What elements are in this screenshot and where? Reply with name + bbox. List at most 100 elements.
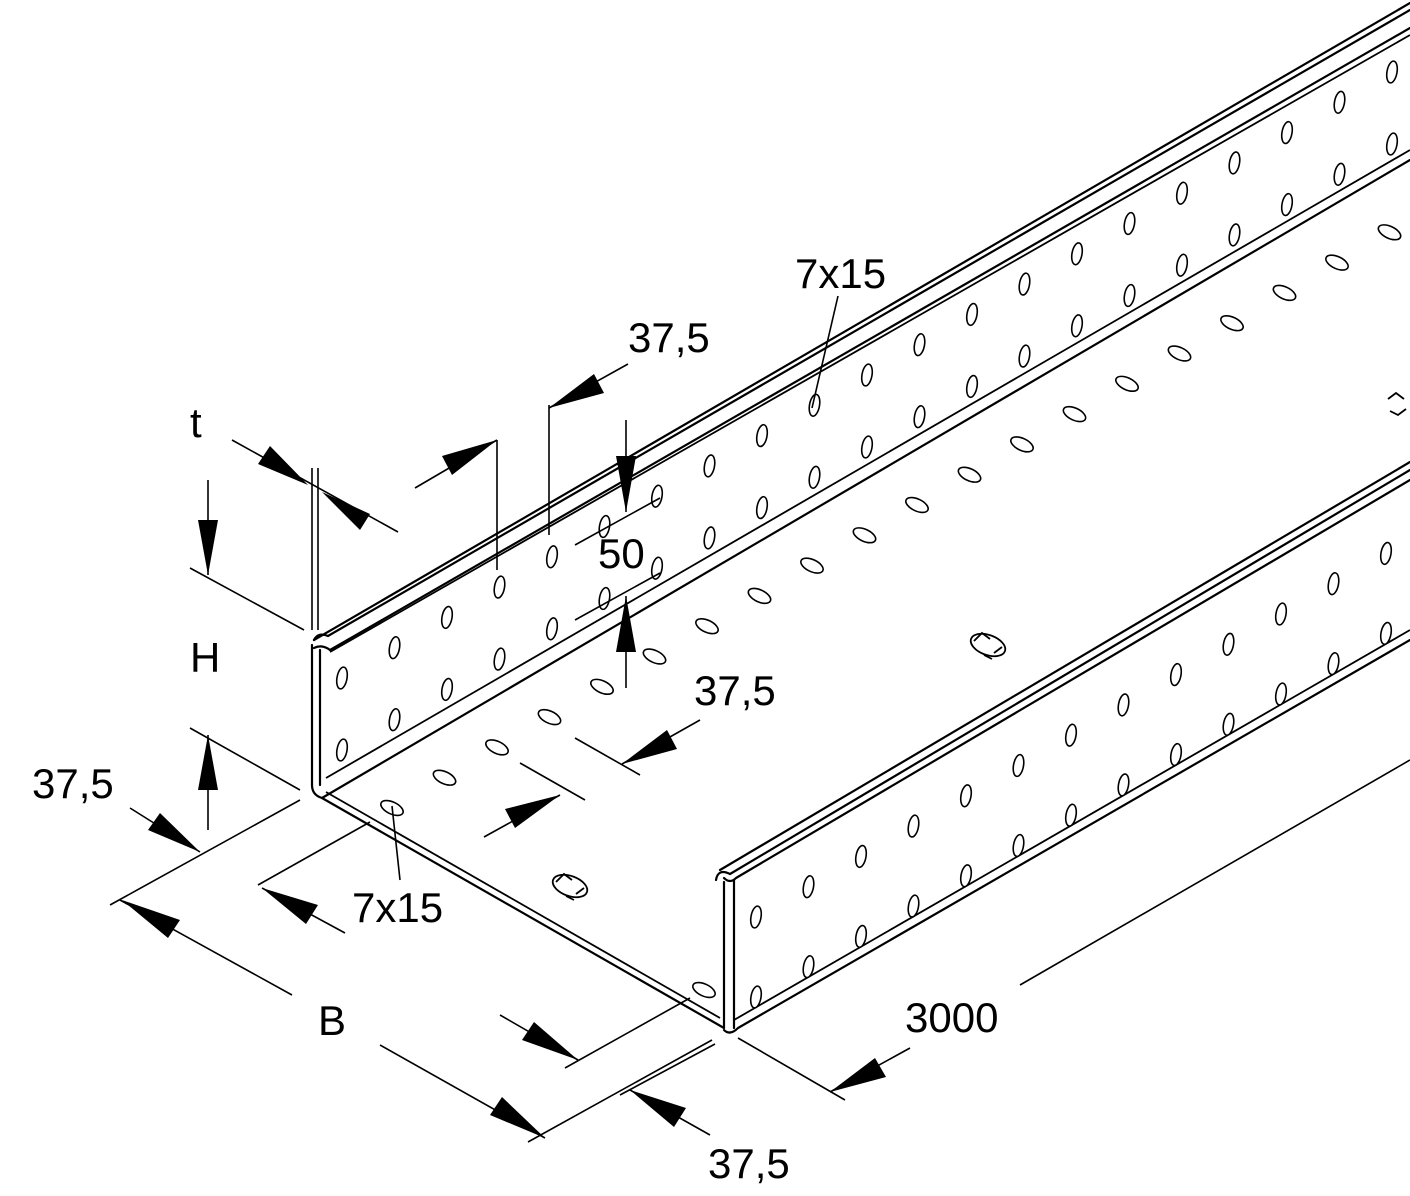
slot bbox=[802, 955, 815, 979]
slot bbox=[1222, 712, 1235, 736]
slot bbox=[1327, 572, 1340, 596]
slot bbox=[590, 678, 614, 696]
mark-symbol-3 bbox=[1387, 391, 1407, 417]
slot bbox=[913, 405, 926, 429]
slot bbox=[854, 844, 868, 869]
slot bbox=[493, 575, 506, 599]
slot bbox=[1123, 283, 1136, 308]
slot bbox=[703, 454, 716, 478]
slot bbox=[1327, 652, 1340, 676]
leader-slot-floor bbox=[391, 805, 401, 881]
slot bbox=[755, 495, 769, 520]
front-side-wall bbox=[714, 460, 1410, 1034]
slot bbox=[1222, 632, 1235, 656]
slot bbox=[1377, 224, 1402, 241]
slot bbox=[1175, 253, 1189, 277]
dim-t bbox=[231, 439, 399, 630]
slot bbox=[1385, 132, 1399, 156]
slot bbox=[1018, 272, 1031, 296]
slot bbox=[1333, 90, 1346, 114]
dim-edge-left bbox=[109, 799, 301, 906]
slot bbox=[335, 738, 349, 762]
slot bbox=[432, 769, 457, 786]
slot bbox=[1064, 723, 1078, 747]
slot bbox=[957, 466, 982, 483]
slot bbox=[388, 636, 401, 660]
label-t: t bbox=[190, 399, 202, 446]
slot bbox=[1274, 682, 1288, 706]
slot bbox=[749, 985, 763, 1009]
label-height-pitch: 50 bbox=[598, 530, 645, 577]
slot bbox=[1379, 621, 1393, 646]
slot bbox=[493, 647, 506, 671]
label-pitch-top: 37,5 bbox=[628, 314, 710, 361]
slot bbox=[335, 666, 349, 690]
slot bbox=[1167, 345, 1192, 362]
dim-edge-bottom bbox=[619, 1043, 716, 1136]
label-pitch-floor: 37,5 bbox=[694, 667, 776, 714]
back-side-wall bbox=[310, 1, 1410, 800]
slot bbox=[1115, 375, 1139, 393]
dim-h bbox=[189, 480, 305, 830]
slot bbox=[1228, 223, 1241, 247]
slot bbox=[959, 864, 973, 888]
slot bbox=[1333, 162, 1346, 186]
slot bbox=[1070, 242, 1084, 266]
slot bbox=[1117, 693, 1130, 717]
mark-symbol-1 bbox=[969, 631, 1007, 660]
slot bbox=[598, 586, 611, 611]
slot bbox=[905, 496, 929, 514]
slot bbox=[808, 465, 821, 489]
slot bbox=[913, 333, 926, 357]
slot bbox=[598, 514, 611, 539]
slot bbox=[907, 814, 920, 838]
slot bbox=[755, 423, 769, 448]
slot bbox=[860, 363, 874, 387]
dim-height-pitch bbox=[574, 420, 661, 688]
slot bbox=[642, 648, 667, 665]
slot bbox=[1064, 803, 1078, 827]
slot bbox=[1385, 60, 1399, 84]
leader-slot-top bbox=[811, 295, 839, 409]
slot bbox=[907, 894, 920, 918]
label-slot-floor: 7x15 bbox=[352, 884, 443, 931]
dim-pitch-top bbox=[414, 363, 629, 570]
slot bbox=[1169, 662, 1183, 687]
front-wall-slots bbox=[749, 541, 1393, 1009]
slot bbox=[1070, 314, 1084, 338]
dim-length bbox=[737, 759, 1410, 1101]
slot bbox=[852, 527, 877, 544]
slot bbox=[1379, 541, 1393, 566]
mark-symbol-2 bbox=[551, 872, 589, 901]
label-slot-top: 7x15 bbox=[795, 250, 886, 297]
slot bbox=[440, 605, 454, 630]
label-b: B bbox=[318, 997, 346, 1044]
slot bbox=[440, 677, 454, 702]
label-h: H bbox=[190, 634, 220, 681]
slot bbox=[1220, 314, 1244, 332]
slot bbox=[703, 526, 716, 550]
slot bbox=[802, 875, 815, 899]
slot bbox=[1010, 436, 1034, 453]
slot bbox=[854, 924, 868, 949]
slot bbox=[1169, 742, 1183, 767]
slot bbox=[965, 302, 979, 327]
slot bbox=[1123, 211, 1136, 236]
dim-floor-inner bbox=[257, 821, 691, 1069]
slot bbox=[808, 393, 821, 417]
slot bbox=[692, 981, 716, 999]
slot bbox=[1325, 254, 1349, 271]
slot bbox=[545, 617, 559, 641]
slot bbox=[1175, 181, 1189, 205]
slot bbox=[695, 617, 719, 635]
slot bbox=[1012, 753, 1025, 778]
label-edge-bottom: 37,5 bbox=[708, 1140, 790, 1187]
slot bbox=[1062, 405, 1087, 423]
slot bbox=[747, 587, 772, 605]
slot bbox=[800, 557, 824, 574]
slot bbox=[485, 739, 509, 756]
slot bbox=[860, 435, 874, 459]
label-length: 3000 bbox=[905, 994, 998, 1041]
slot bbox=[1280, 192, 1294, 217]
